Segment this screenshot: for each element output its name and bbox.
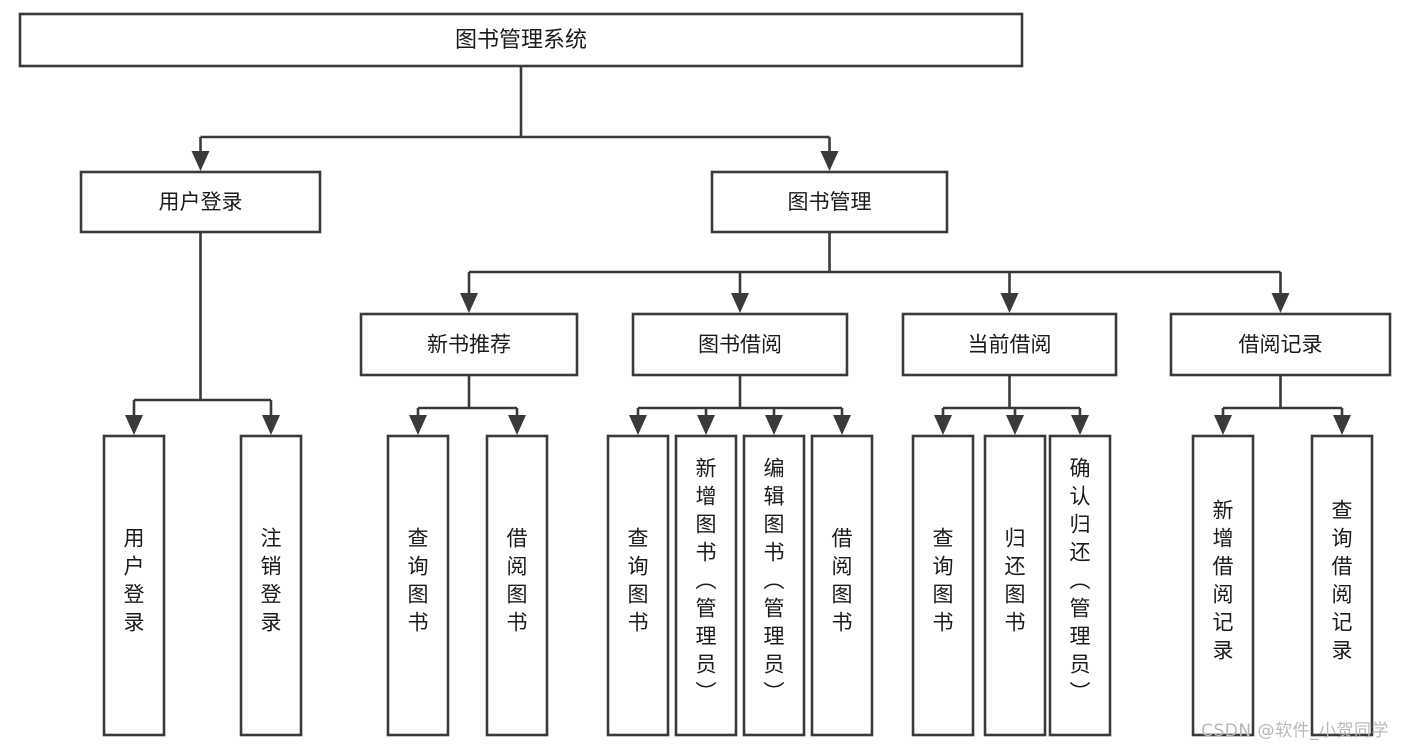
node-leaf-add-record[interactable]: 新增借阅记录: [1191, 434, 1255, 737]
node-book-manage[interactable]: 图书管理: [710, 170, 949, 234]
node-leaf-query-book-1[interactable]: 查询图书: [386, 434, 450, 737]
node-label: 图书借阅: [698, 333, 782, 357]
node-label: 当前借阅: [968, 333, 1052, 357]
node-root-root[interactable]: 图书管理系统: [18, 12, 1024, 68]
node-leaf-add-book[interactable]: 新增图书︵管理员︶: [674, 434, 738, 737]
node-label: 借阅记录: [1239, 333, 1323, 357]
node-label: 新增图书︵管理员︶: [696, 457, 717, 705]
node-boxes: 图书管理系统用户登录图书管理新书推荐图书借阅当前借阅借阅记录用户登录注销登录查询…: [18, 12, 1392, 737]
node-leaf-user-logout[interactable]: 注销登录: [239, 434, 303, 737]
node-leaf-query-book-2[interactable]: 查询图书: [606, 434, 670, 737]
node-leaf-edit-book[interactable]: 编辑图书︵管理员︶: [742, 434, 806, 737]
node-label: 查询图书: [628, 527, 649, 635]
node-label: 查询借阅记录: [1332, 499, 1353, 663]
node-leaf-query-record[interactable]: 查询借阅记录: [1310, 434, 1374, 737]
node-current-borrow[interactable]: 当前借阅: [901, 312, 1118, 377]
node-label: 借阅图书: [832, 527, 853, 635]
node-label: 确认归还︵管理员︶: [1070, 457, 1091, 705]
node-leaf-borrow-book-2[interactable]: 借阅图书: [810, 434, 874, 737]
node-leaf-return-book[interactable]: 归还图书: [983, 434, 1047, 737]
csdn-watermark: CSDN @软件_小贺同学: [1201, 721, 1389, 741]
node-label: 新书推荐: [427, 333, 511, 357]
node-leaf-borrow-book-1[interactable]: 借阅图书: [485, 434, 549, 737]
node-label: 查询图书: [408, 527, 429, 635]
node-leaf-user-login[interactable]: 用户登录: [102, 434, 166, 737]
node-new-book-recommend[interactable]: 新书推荐: [359, 312, 579, 377]
connector-lines: [125, 66, 1351, 435]
node-label: 图书管理系统: [455, 28, 587, 53]
node-label: 用户登录: [159, 190, 243, 214]
node-label: 用户登录: [124, 527, 145, 635]
node-label: 注销登录: [261, 527, 282, 635]
node-leaf-query-book-3[interactable]: 查询图书: [911, 434, 975, 737]
node-label: 归还图书: [1005, 527, 1026, 635]
node-book-borrow[interactable]: 图书借阅: [631, 312, 849, 377]
node-label: 新增借阅记录: [1213, 499, 1234, 663]
node-label: 借阅图书: [507, 527, 528, 635]
node-label: 图书管理: [788, 190, 872, 214]
node-borrow-record[interactable]: 借阅记录: [1169, 312, 1392, 377]
node-user-login[interactable]: 用户登录: [79, 170, 322, 234]
node-label: 编辑图书︵管理员︶: [764, 457, 785, 705]
node-leaf-confirm-return[interactable]: 确认归还︵管理员︶: [1048, 434, 1112, 737]
node-label: 查询图书: [933, 527, 954, 635]
